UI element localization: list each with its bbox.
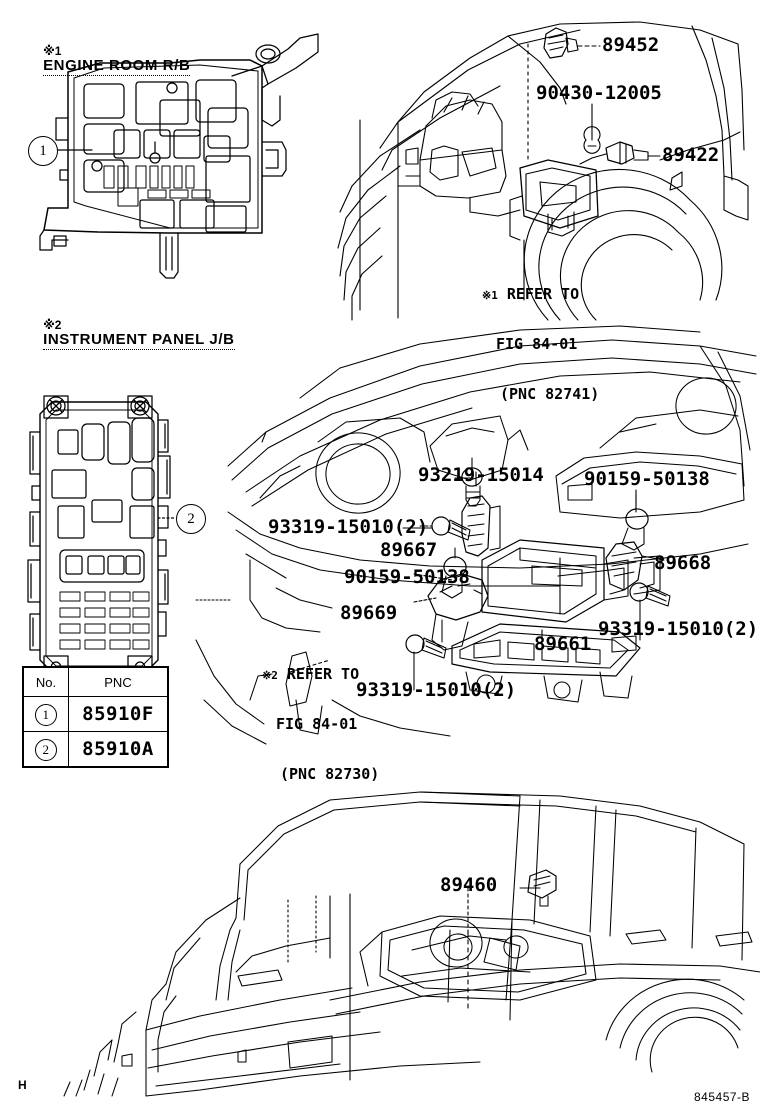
legend-no-1: 1	[23, 696, 69, 732]
part-label-89460: 89460	[440, 874, 498, 896]
legend-pnc-1: 85910F	[68, 696, 168, 732]
balloon-label-2: 2	[187, 510, 195, 527]
balloon-callout-2: 2	[176, 504, 206, 534]
part-label-89669: 89669	[340, 602, 398, 624]
section-mark-2: ※2	[43, 318, 62, 332]
refer-note-engine: ※1 REFER TO FIG 84-01 (PNC 82741)	[482, 252, 599, 437]
part-label-93219-15014: 93219-15014	[418, 464, 544, 486]
legend-row-1: 1 85910F	[23, 696, 168, 732]
page-edge-mark: H	[18, 1078, 27, 1092]
legend-pnc-2: 85910A	[68, 731, 168, 767]
refer-line2-engine: FIG 84-01	[496, 334, 578, 353]
dashboard-scene-art	[196, 326, 756, 744]
refer-mark-dash: ※2	[262, 668, 278, 682]
balloon-callout-1: 1	[28, 136, 58, 166]
instrument-panel-junction-block-art	[28, 396, 176, 732]
refer-line1-engine: REFER TO	[506, 284, 580, 303]
part-label-89422: 89422	[662, 144, 720, 166]
legend-header-pnc: PNC	[68, 667, 168, 697]
part-label-90159-50138-left: 90159-50138	[344, 566, 470, 588]
refer-mark-engine: ※1	[482, 288, 498, 302]
legend-circle-number-2: 2	[35, 738, 57, 761]
legend-header-no: No.	[23, 667, 69, 697]
part-label-93319-15010-left: 93319-15010(2)	[268, 516, 429, 538]
refer-line3-dash: (PNC 82730)	[280, 765, 380, 784]
refer-line1-dash: REFER TO	[286, 664, 360, 683]
balloon-label-1: 1	[39, 142, 47, 159]
legend-circle-number-1: 1	[35, 703, 57, 726]
section-title-instrument-panel-jb: ※2 INSTRUMENT PANEL J/B	[24, 302, 235, 362]
rear-vehicle-art	[64, 792, 760, 1096]
part-label-89661: 89661	[534, 633, 592, 655]
engine-room-relay-block-art	[40, 34, 318, 278]
part-label-93319-15010-right: 93319-15010(2)	[598, 618, 759, 640]
legend-header-row: No. PNC	[23, 667, 168, 697]
section-mark-1: ※1	[43, 44, 62, 58]
part-label-89452: 89452	[602, 34, 660, 56]
section-title-text-2: INSTRUMENT PANEL J/B	[43, 331, 235, 350]
diagram-code: 845457-B	[694, 1090, 751, 1104]
refer-note-dash: ※2 REFER TO FIG 84-01 (PNC 82730)	[262, 632, 379, 817]
part-label-90159-50138-right: 90159-50138	[584, 468, 710, 490]
legend-no-2: 2	[23, 731, 69, 767]
legend-table: No. PNC 1 85910F 2 85910A	[22, 666, 169, 768]
engine-bay-vehicle-art	[338, 22, 748, 320]
part-label-93319-15010-bottom: 93319-15010(2)	[356, 679, 517, 701]
part-label-89668: 89668	[654, 552, 712, 574]
section-title-text-1: ENGINE ROOM R/B	[43, 57, 191, 76]
part-label-90430-12005: 90430-12005	[536, 82, 662, 104]
section-title-engine-room-rb: ※1 ENGINE ROOM R/B	[24, 28, 191, 88]
legend-row-2: 2 85910A	[23, 731, 168, 767]
refer-line3-engine: (PNC 82741)	[500, 385, 600, 404]
part-label-89667: 89667	[380, 539, 438, 561]
refer-line2-dash: FIG 84-01	[276, 714, 358, 733]
